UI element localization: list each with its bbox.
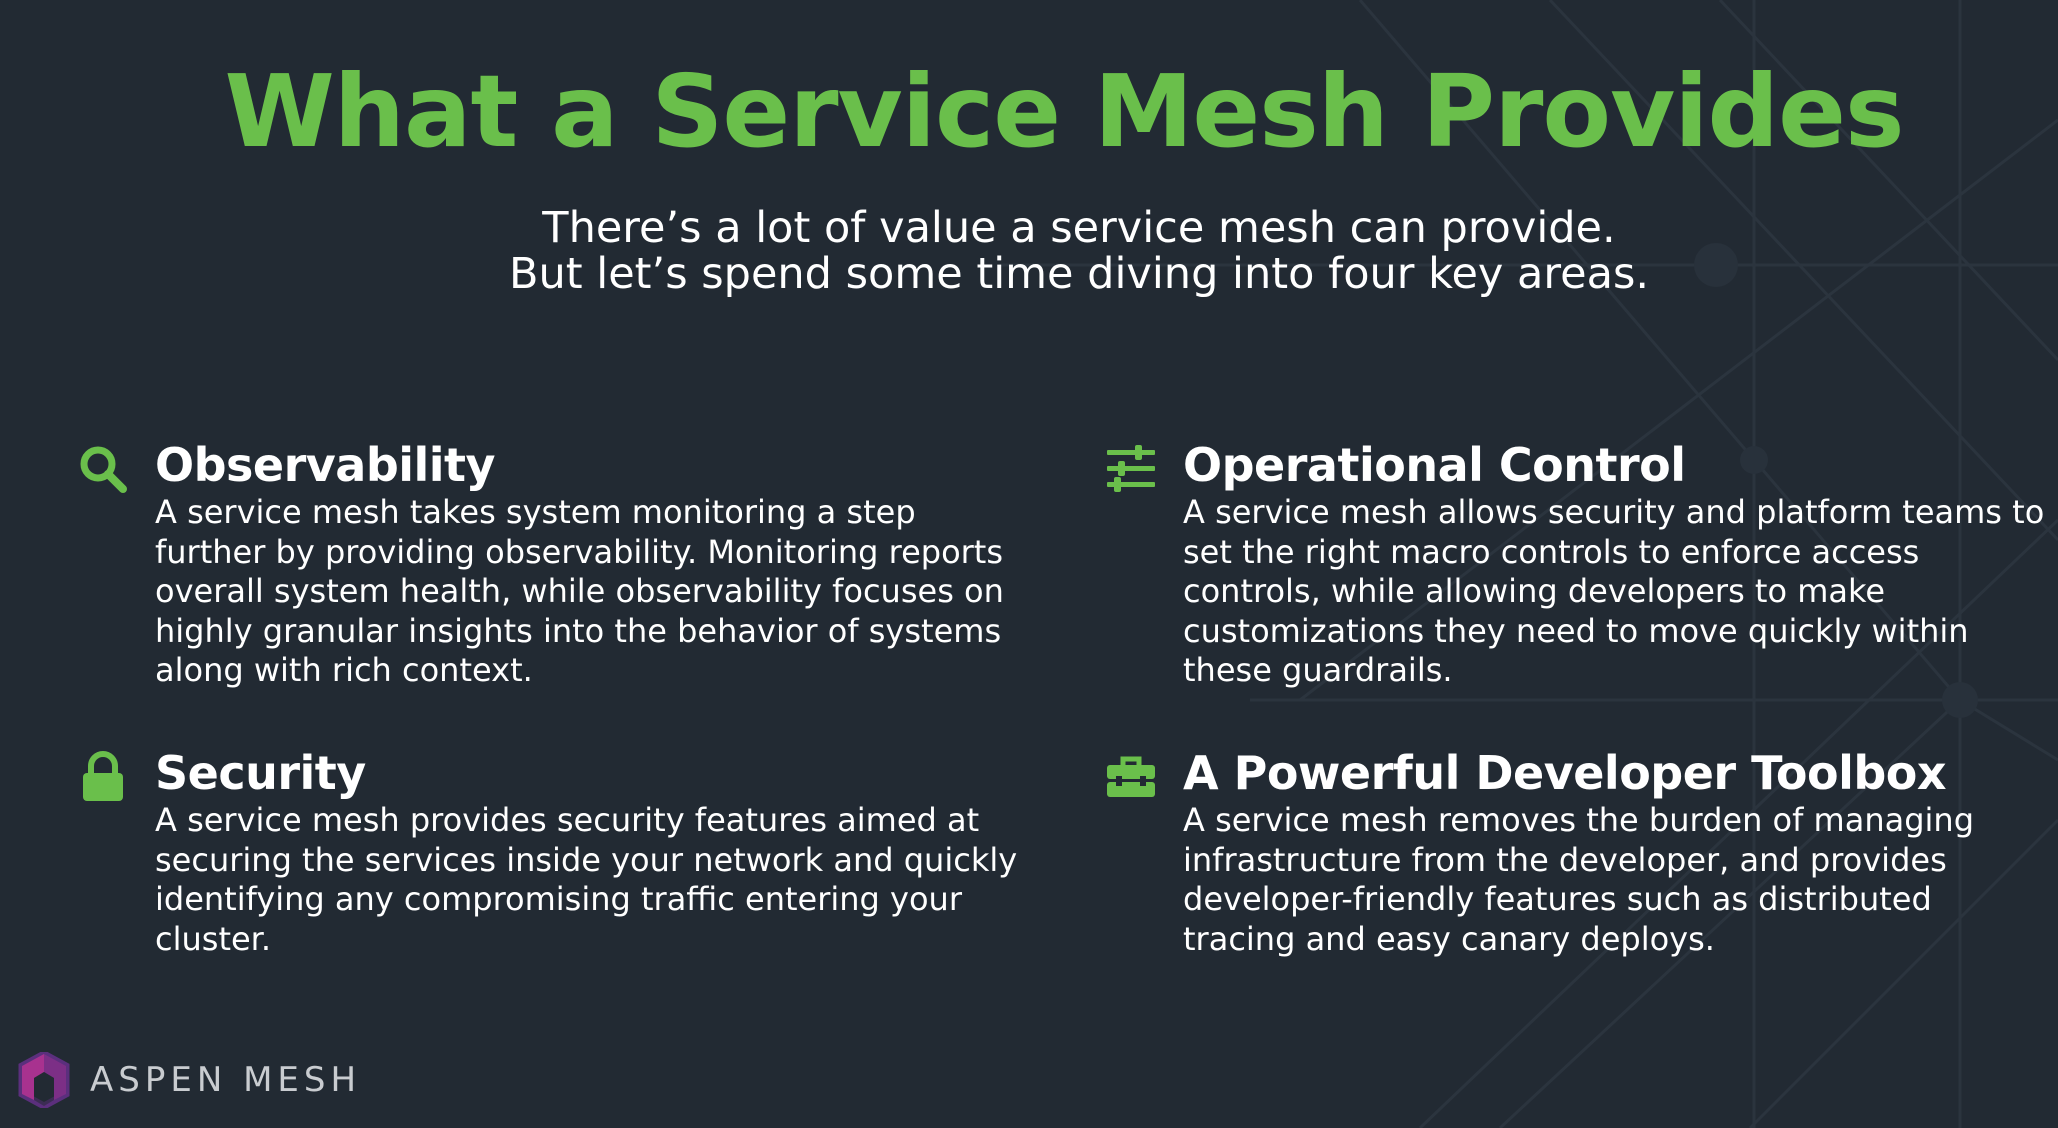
logo-wordmark: ASPEN MESH: [90, 1060, 362, 1100]
subtitle-line-2: But let’s spend some time diving into fo…: [508, 249, 1650, 299]
feature-heading: A Powerful Developer Toolbox: [1183, 746, 1947, 800]
page-title: What a Service Mesh Provides: [224, 53, 1905, 170]
feature-body: A service mesh takes system monitoring a…: [155, 493, 1004, 689]
feature-developer-toolbox: A Powerful Developer Toolbox A service m…: [1107, 745, 2053, 959]
feature-heading: Operational Control: [1183, 438, 1686, 492]
search-icon: [80, 446, 127, 493]
feature-operational-control: Operational Control A service mesh allow…: [1107, 437, 2053, 691]
feature-heading: Security: [155, 746, 366, 800]
subtitle: There’s a lot of value a service mesh ca…: [0, 205, 2058, 297]
lock-icon: [83, 751, 123, 801]
feature-security: Security A service mesh provides securit…: [83, 745, 1025, 959]
sliders-icon: [1107, 445, 1155, 492]
feature-observability: Observability A service mesh takes syste…: [80, 437, 1025, 691]
subtitle-line-1: There’s a lot of value a service mesh ca…: [542, 203, 1616, 253]
toolbox-icon: [1107, 756, 1155, 797]
feature-heading: Observability: [155, 438, 496, 492]
feature-body: A service mesh allows security and platf…: [1183, 493, 2045, 689]
feature-body: A service mesh provides security feature…: [155, 801, 1018, 958]
feature-body: A service mesh removes the burden of man…: [1183, 801, 1975, 958]
aspen-mesh-logo-mark-icon: [18, 1052, 70, 1108]
